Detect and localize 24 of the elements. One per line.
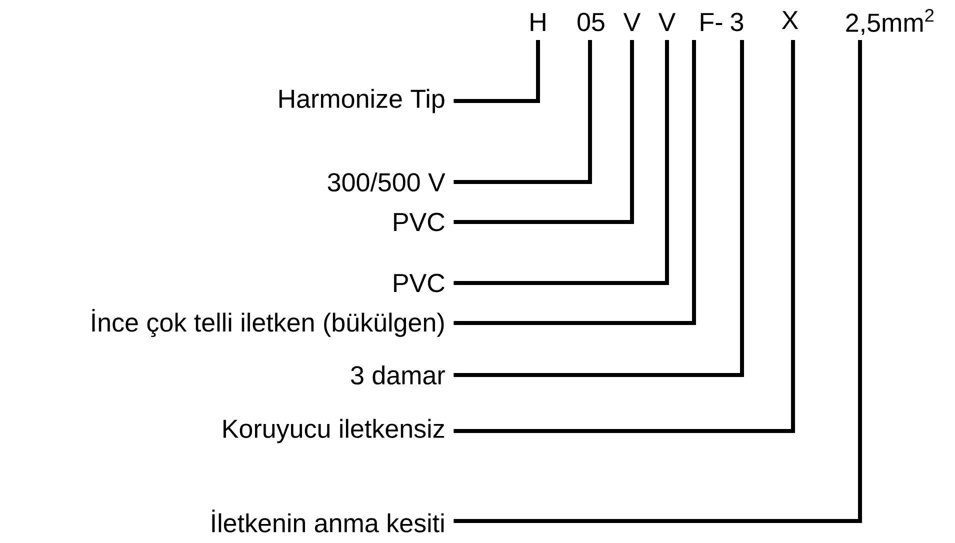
code-letter: H (530, 13, 546, 31)
label-text: PVC (394, 274, 444, 292)
code-letter: X (782, 11, 798, 29)
label-text: PVC (394, 212, 444, 232)
leader-line (454, 40, 795, 433)
leader-line (454, 40, 696, 325)
leader-line (454, 40, 634, 224)
label-text: İnce çok telli iletken (bükülgen) (92, 308, 444, 338)
label-text: 300/500 V (328, 172, 446, 192)
label-text: Harmonize Tip (279, 88, 444, 114)
code-letter: F- (700, 13, 722, 31)
code-letter: 05 (578, 12, 604, 32)
leader-line (454, 40, 669, 285)
leader-line (454, 40, 862, 523)
label-text: Koruyucu iletkensiz (224, 418, 444, 444)
label-text: 3 damar (351, 365, 445, 385)
leader-line (454, 40, 592, 184)
code-letter: V (658, 13, 676, 31)
label-text: İletkenin anma kesiti (212, 510, 444, 532)
code-letter: V (623, 13, 641, 31)
leader-line (454, 40, 744, 377)
code-letter: 3 (730, 12, 744, 32)
leader-line (454, 40, 540, 103)
code-letter: 2,5mm$^{2}$ (846, 8, 934, 36)
